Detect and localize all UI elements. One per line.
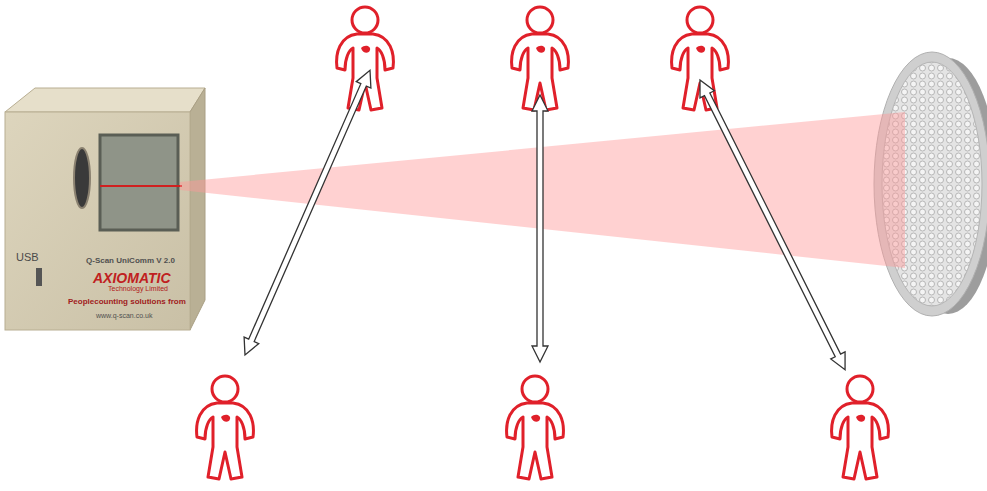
- person-figure: [337, 7, 394, 110]
- device-label: Peoplecounting solutions from: [68, 298, 186, 306]
- device-panel: USB Q-Scan UniComm V 2.0AXIOMATICTechnolo…: [0, 85, 210, 335]
- double-arrow: [693, 76, 852, 373]
- movement-arrows: [238, 67, 853, 373]
- device-label: AXIOMATIC: [93, 271, 171, 285]
- person-figure: [832, 376, 889, 479]
- person-figure: [507, 376, 564, 479]
- device-label: Technology Limited: [108, 285, 168, 292]
- device-label: Q-Scan UniComm V 2.0: [86, 257, 175, 265]
- device-label: USB: [16, 252, 39, 263]
- person-figure: [197, 376, 254, 479]
- double-arrow: [238, 67, 378, 358]
- counter-device: [5, 88, 205, 330]
- double-arrow: [532, 95, 548, 362]
- device-label: www.q-scan.co.uk: [96, 312, 152, 319]
- people: [197, 7, 889, 479]
- usb-port: [36, 268, 42, 286]
